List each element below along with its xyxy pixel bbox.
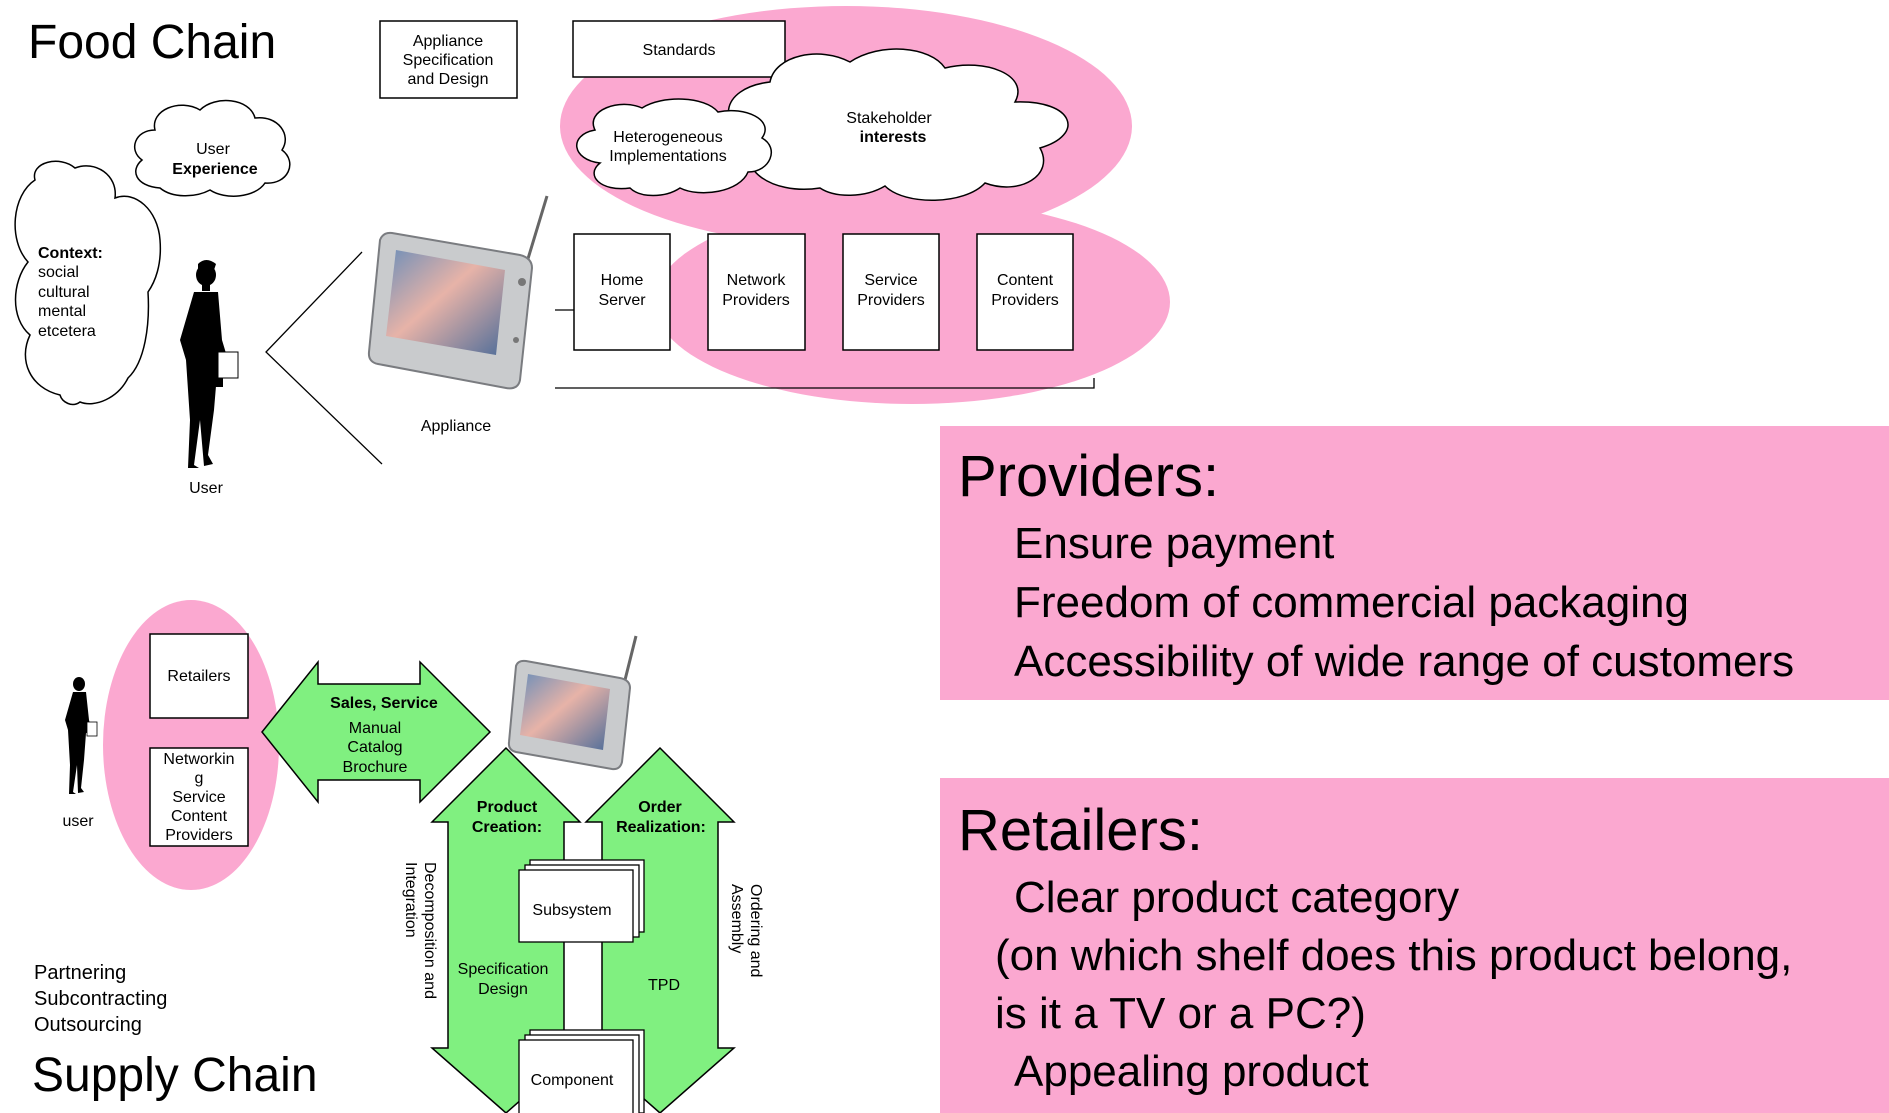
context-item: cultural [38, 284, 90, 301]
appliance-spec-line: Appliance [413, 33, 483, 50]
user-silhouette-icon [180, 260, 239, 468]
network-providers-line: Network [727, 272, 787, 289]
standards-label: Standards [643, 42, 716, 59]
networking-box: Networkin g Service Content Providers [149, 747, 249, 847]
user-small-silhouette-icon [65, 677, 98, 794]
supply-chain-title: Supply Chain [32, 1049, 318, 1102]
user-experience-cloud: User Experience [133, 99, 291, 197]
ordering-assembly-line: Ordering and [747, 884, 764, 977]
heterogeneous-cloud: Heterogeneous Implementations [576, 98, 773, 197]
component-label: Component [531, 1072, 614, 1089]
appliance-spec-line: and Design [408, 71, 489, 88]
service-providers-line: Providers [857, 292, 925, 309]
service-providers-box: Service Providers [842, 233, 940, 351]
networking-line: Providers [165, 827, 233, 844]
retailers-panel-line: Appealing product [1014, 1047, 1369, 1096]
sales-service-item: Catalog [347, 739, 402, 756]
subsystem-label: Subsystem [532, 902, 611, 919]
sales-service-arrow: Sales, Service Manual Catalog Brochure [261, 659, 492, 805]
context-item: mental [38, 303, 86, 320]
product-creation-title: Creation: [472, 819, 542, 836]
appliance-tablet-icon [367, 195, 549, 390]
sales-service-item: Manual [349, 720, 401, 737]
content-providers-line: Providers [991, 292, 1059, 309]
standards-box: Standards [572, 20, 786, 78]
home-server-line: Home [601, 272, 644, 289]
subsystem-stack: Subsystem [518, 859, 645, 943]
food-chain-title: Food Chain [28, 16, 276, 69]
product-creation-arrow: Product Creation: Specification Design [430, 746, 582, 1113]
decomposition-line: Integration [402, 862, 419, 938]
partnering-line: Subcontracting [34, 988, 167, 1010]
user-experience-line: Experience [172, 161, 257, 178]
appliance-spec-box: Appliance Specification and Design [379, 20, 518, 99]
user-experience-line: User [196, 141, 230, 158]
content-providers-box: Content Providers [976, 233, 1074, 351]
network-providers-line: Providers [722, 292, 790, 309]
networking-line: Content [171, 808, 228, 825]
stakeholder-line: interests [860, 129, 927, 146]
home-server-box: Home Server [573, 233, 671, 351]
retailers-panel-line: Clear product category [1014, 873, 1459, 922]
context-item: social [38, 264, 79, 281]
retailers-box: Retailers [149, 633, 249, 719]
order-realization-arrow: Order Realization: TPD [584, 746, 736, 1113]
component-stack: Component [518, 1029, 645, 1113]
retailers-panel-title: Retailers: [958, 798, 1203, 863]
retailers-panel-line: (on which shelf does this product belong… [995, 931, 1792, 980]
product-creation-title: Product [477, 799, 538, 816]
order-realization-title: Realization: [616, 819, 706, 836]
user-appliance-connector [265, 251, 383, 465]
heterogeneous-line: Heterogeneous [613, 129, 722, 146]
retailers-label: Retailers [167, 668, 230, 685]
sales-service-item: Brochure [343, 759, 408, 776]
user-label: User [189, 480, 223, 497]
network-providers-box: Network Providers [707, 233, 806, 351]
content-providers-line: Content [997, 272, 1054, 289]
providers-panel-line: Ensure payment [1014, 519, 1334, 568]
context-title: Context: [38, 245, 103, 262]
appliance-tablet-small-icon [507, 635, 638, 771]
ordering-assembly-label: Ordering and Assembly [728, 884, 764, 977]
providers-panel-line: Accessibility of wide range of customers [1014, 637, 1794, 686]
appliance-spec-line: Specification [403, 52, 494, 69]
providers-panel-title: Providers: [958, 444, 1219, 509]
context-item: etcetera [38, 323, 96, 340]
appliance-label: Appliance [421, 418, 491, 435]
heterogeneous-line: Implementations [609, 148, 726, 165]
networking-line: Service [172, 789, 225, 806]
providers-panel: Providers: Ensure payment Freedom of com… [940, 426, 1889, 700]
user-small-label: user [62, 813, 94, 830]
order-realization-title: Order [638, 799, 682, 816]
context-cloud: Context: social cultural mental etcetera [14, 160, 162, 406]
providers-panel-line: Freedom of commercial packaging [1014, 578, 1689, 627]
product-creation-body: Design [478, 981, 528, 998]
ordering-assembly-line: Assembly [728, 884, 745, 953]
decomposition-line: Decomposition and [421, 862, 438, 999]
partnering-line: Partnering [34, 962, 126, 984]
networking-line: g [195, 770, 204, 787]
appliance-bus-line [555, 378, 1095, 389]
order-realization-body: TPD [648, 977, 680, 994]
home-server-line: Server [598, 292, 646, 309]
product-creation-body: Specification [458, 961, 549, 978]
retailers-panel: Retailers: Clear product category (on wh… [940, 778, 1889, 1113]
service-providers-line: Service [864, 272, 917, 289]
sales-service-title: Sales, Service [330, 695, 438, 712]
stakeholder-line: Stakeholder [846, 110, 932, 127]
decomposition-label: Decomposition and Integration [402, 862, 438, 999]
networking-line: Networkin [163, 751, 234, 768]
retailers-panel-line: is it a TV or a PC?) [995, 989, 1366, 1038]
partnering-line: Outsourcing [34, 1014, 142, 1036]
